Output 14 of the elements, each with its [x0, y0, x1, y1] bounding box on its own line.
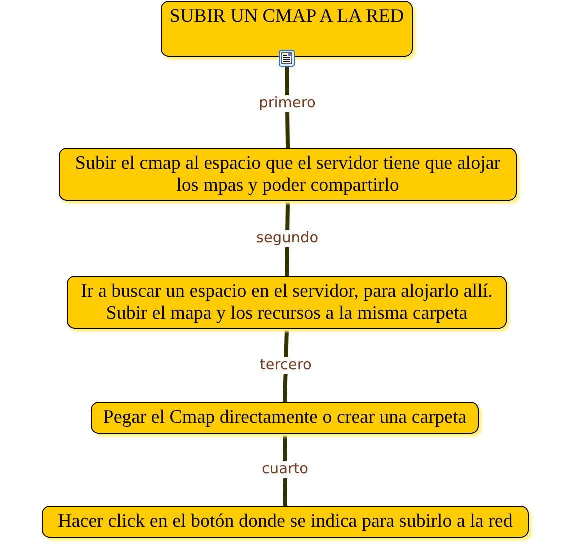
concept-box — [161, 1, 413, 57]
concept-text: Ir a buscar un espacio en el servidor, para alojarlo allí. Subir el mapa y los recursos a la misma carpeta — [80, 280, 494, 324]
edge-label: segundo — [255, 230, 320, 247]
concept-text: Hacer click en el botón donde se indica para subirlo a la red — [58, 511, 513, 533]
concept-text: SUBIR UN CMAP A LA RED — [170, 6, 404, 28]
concept-text: Pegar el Cmap directamente o crear una carpeta — [103, 407, 467, 429]
edge-label: tercero — [259, 357, 313, 374]
concept-box — [91, 402, 479, 434]
concept-box — [59, 148, 517, 201]
edge-label: primero — [258, 95, 317, 112]
concept-box — [42, 506, 529, 538]
concept-text: Subir el cmap al espacio que el servidor tiene que alojar los mpas y poder compartirlo — [74, 152, 502, 196]
concept-box — [67, 276, 507, 329]
edge-label: cuarto — [260, 462, 310, 478]
